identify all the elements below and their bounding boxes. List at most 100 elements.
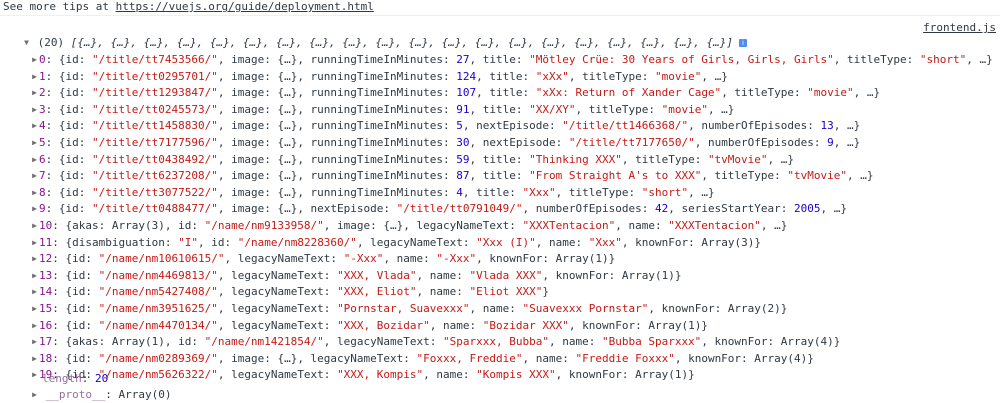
object-text: , knownFor: Array(1)} bbox=[555, 368, 695, 382]
object-text: , image: {…}, legacyNameText: bbox=[323, 219, 523, 232]
array-item-row[interactable]: ▶5: {id: "/title/tt7177596/", image: {…}… bbox=[30, 135, 860, 151]
array-item-row[interactable]: ▶2: {id: "/title/tt1293847/", image: {…}… bbox=[30, 85, 880, 101]
object-text: , titleType: bbox=[833, 53, 920, 66]
object-text: , title: bbox=[469, 169, 530, 183]
string-value: "/name/nm5427408/" bbox=[98, 285, 218, 299]
number-value: 9 bbox=[827, 136, 834, 149]
array-header[interactable]: ▼ (20) [{…}, {…}, {…}, {…}, {…}, {…}, {…… bbox=[22, 35, 748, 51]
string-value: "Bozidar XXX" bbox=[482, 318, 569, 332]
object-text: {id: bbox=[65, 268, 99, 282]
object-text: {id: bbox=[58, 53, 92, 66]
object-text: , nextEpisode: bbox=[469, 136, 569, 149]
string-value: "/name/nm5626322/" bbox=[98, 368, 218, 382]
number-value: 4 bbox=[456, 185, 463, 199]
number-value: 91 bbox=[456, 102, 470, 116]
item-colon: : bbox=[52, 252, 66, 266]
item-index: 13 bbox=[39, 268, 53, 282]
collapsed-triangle-icon[interactable]: ▶ bbox=[32, 304, 37, 313]
array-item-row[interactable]: ▶18: {id: "/name/nm0289369/", image: {…}… bbox=[30, 351, 814, 367]
source-file-link[interactable]: frontend.js bbox=[923, 21, 996, 34]
array-item-row[interactable]: ▶10: {akas: Array(3), id: "/name/nm91339… bbox=[30, 218, 787, 234]
collapsed-triangle-icon[interactable]: ▶ bbox=[32, 204, 37, 214]
string-value: "Pornstar, Suavexxx" bbox=[337, 302, 470, 315]
object-text: , image: {…}, legacyNameText: bbox=[217, 351, 417, 365]
string-value: "xXx: Return of Xander Cage" bbox=[535, 86, 722, 100]
collapsed-triangle-icon[interactable]: ▶ bbox=[32, 287, 37, 297]
array-item-row[interactable]: ▶7: {id: "/title/tt6237208/", image: {…}… bbox=[30, 168, 873, 184]
array-item-row[interactable]: ▶17: {akas: Array(1), id: "/name/nm14218… bbox=[30, 334, 840, 350]
collapsed-triangle-icon[interactable]: ▶ bbox=[32, 88, 37, 98]
collapsed-triangle-icon[interactable]: ▶ bbox=[32, 138, 37, 147]
object-text: {id: bbox=[58, 119, 92, 133]
collapsed-triangle-icon[interactable]: ▶ bbox=[32, 237, 37, 247]
item-colon: : bbox=[52, 368, 66, 382]
collapsed-triangle-icon[interactable]: ▶ bbox=[32, 71, 37, 81]
object-text: , knownFor: Array(3)} bbox=[621, 235, 761, 249]
item-colon: : bbox=[52, 318, 66, 332]
collapsed-triangle-icon[interactable]: ▶ bbox=[32, 370, 37, 380]
array-item-row[interactable]: ▶13: {id: "/name/nm4469813/", legacyName… bbox=[30, 268, 681, 284]
item-index: 10 bbox=[39, 219, 53, 232]
proto-value: Array(0) bbox=[118, 388, 172, 401]
array-item-row[interactable]: ▶14: {id: "/name/nm5427408/", legacyName… bbox=[30, 284, 549, 300]
item-index: 18 bbox=[39, 351, 53, 365]
collapsed-triangle-icon[interactable]: ▶ bbox=[32, 254, 37, 264]
string-value: "XXX, Vlada" bbox=[337, 268, 417, 282]
proto-property[interactable]: ▶ __proto__: Array(0) bbox=[30, 387, 171, 403]
item-colon: : bbox=[45, 86, 59, 100]
length-colon: : bbox=[81, 372, 95, 385]
collapsed-triangle-icon[interactable]: ▶ bbox=[32, 187, 37, 197]
string-value: "XX/XY" bbox=[529, 102, 576, 116]
item-index: 14 bbox=[39, 285, 53, 299]
string-value: "XXX, Eliot" bbox=[337, 285, 417, 299]
collapsed-triangle-icon[interactable]: ▶ bbox=[32, 353, 37, 363]
array-item-row[interactable]: ▶4: {id: "/title/tt1458830/", image: {…}… bbox=[30, 118, 860, 134]
object-text: , name: bbox=[429, 318, 483, 332]
item-index: 0 bbox=[39, 53, 46, 66]
array-item-row[interactable]: ▶15: {id: "/name/nm3951625/", legacyName… bbox=[30, 301, 787, 317]
object-text: , …} bbox=[760, 219, 788, 232]
item-colon: : bbox=[45, 202, 59, 216]
string-value: "/name/nm10610615/" bbox=[98, 252, 225, 266]
number-value: 87 bbox=[456, 169, 470, 183]
object-text: , legacyNameText: bbox=[323, 335, 444, 349]
array-item-row[interactable]: ▶3: {id: "/title/tt0245573/", image: {…}… bbox=[30, 102, 734, 118]
collapsed-triangle-icon[interactable]: ▶ bbox=[32, 390, 37, 399]
array-item-row[interactable]: ▶16: {id: "/name/nm4470134/", legacyName… bbox=[30, 318, 708, 334]
array-item-row[interactable]: ▶19: {id: "/name/nm5626322/", legacyName… bbox=[30, 367, 695, 383]
item-colon: : bbox=[45, 136, 59, 149]
item-index: 6 bbox=[39, 152, 46, 166]
object-text: , numberOfEpisodes: bbox=[694, 136, 828, 149]
object-text: , title: bbox=[469, 53, 530, 66]
array-item-row[interactable]: ▶9: {id: "/title/tt0488477/", image: {…}… bbox=[30, 201, 847, 217]
item-colon: : bbox=[45, 102, 59, 116]
collapsed-triangle-icon[interactable]: ▶ bbox=[32, 221, 37, 230]
collapsed-triangle-icon[interactable]: ▶ bbox=[32, 121, 37, 131]
collapsed-triangle-icon[interactable]: ▶ bbox=[32, 154, 37, 164]
string-value: "/name/nm9133958/" bbox=[204, 219, 324, 232]
collapsed-triangle-icon[interactable]: ▶ bbox=[32, 171, 37, 181]
number-value: 124 bbox=[456, 69, 477, 83]
collapsed-triangle-icon[interactable]: ▶ bbox=[32, 55, 37, 64]
expanded-triangle-icon[interactable]: ▼ bbox=[24, 38, 29, 47]
object-text: {id: bbox=[58, 69, 92, 83]
array-item-row[interactable]: ▶12: {id: "/name/nm10610615/", legacyNam… bbox=[30, 251, 615, 267]
array-item-row[interactable]: ▶6: {id: "/title/tt0438492/", image: {…}… bbox=[30, 152, 794, 168]
array-item-row[interactable]: ▶11: {disambiguation: "I", id: "/name/nm… bbox=[30, 235, 761, 251]
deployment-guide-link[interactable]: https://vuejs.org/guide/deployment.html bbox=[115, 0, 374, 13]
collapsed-triangle-icon[interactable]: ▶ bbox=[32, 337, 37, 347]
collapsed-triangle-icon[interactable]: ▶ bbox=[32, 270, 37, 280]
number-value: 27 bbox=[456, 53, 470, 66]
array-item-row[interactable]: ▶0: {id: "/title/tt7453566/", image: {…}… bbox=[30, 52, 993, 68]
array-item-row[interactable]: ▶1: {id: "/title/tt0295701/", image: {…}… bbox=[30, 69, 728, 85]
object-text: , name: bbox=[423, 368, 477, 382]
string-value: "short" bbox=[919, 53, 967, 66]
array-item-row[interactable]: ▶8: {id: "/title/tt3077522/", image: {…}… bbox=[30, 185, 715, 201]
object-text: , legacyNameText: bbox=[217, 318, 338, 332]
object-text: , knownFor: Array(1)} bbox=[542, 268, 682, 282]
object-text: {id: bbox=[65, 368, 99, 382]
number-value: 59 bbox=[456, 152, 470, 166]
info-icon[interactable]: i bbox=[739, 39, 748, 47]
collapsed-triangle-icon[interactable]: ▶ bbox=[32, 104, 37, 114]
collapsed-triangle-icon[interactable]: ▶ bbox=[32, 320, 37, 330]
